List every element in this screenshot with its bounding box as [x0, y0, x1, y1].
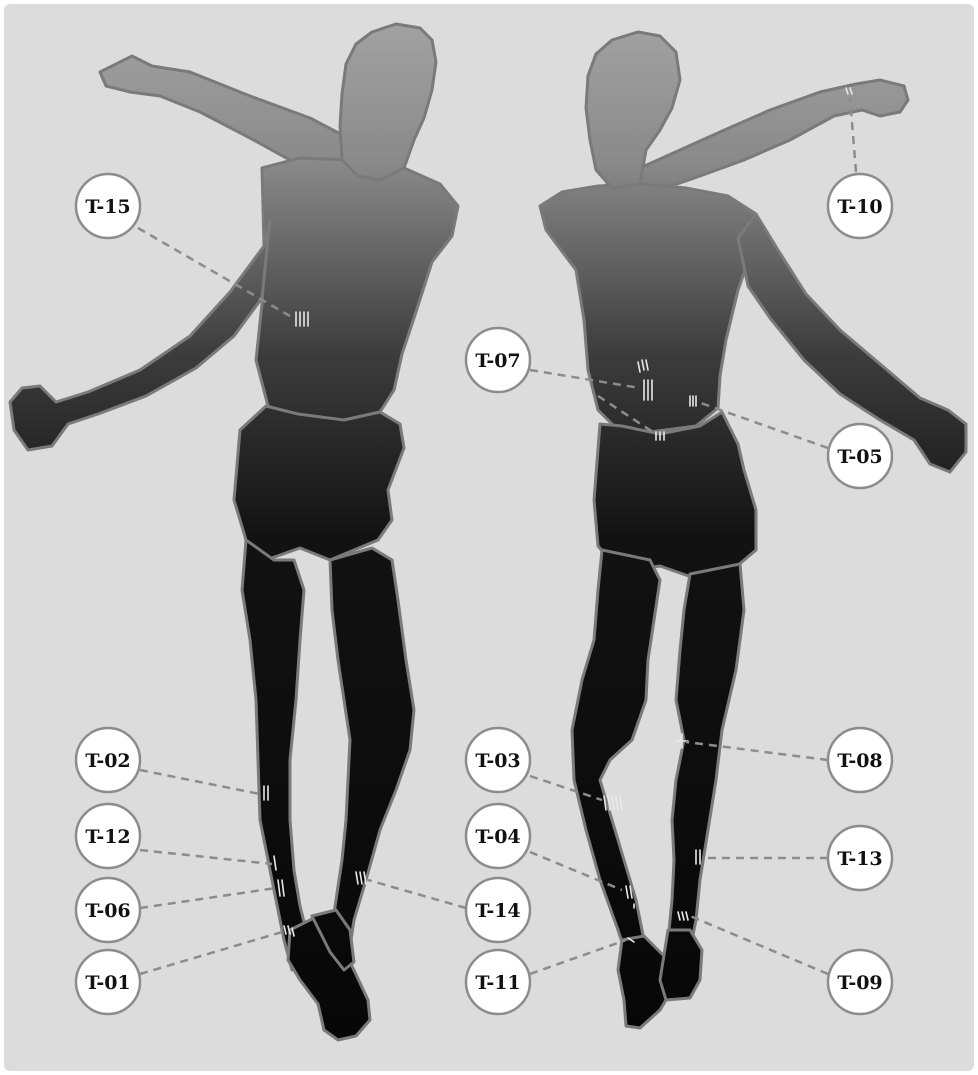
callout-t07: T-07 — [466, 328, 530, 392]
label-t06: T-06 — [85, 900, 130, 922]
callout-t09: T-09 — [828, 950, 892, 1014]
callout-t04: T-04 — [466, 804, 530, 868]
label-t08: T-08 — [837, 750, 882, 772]
callout-t05: T-05 — [828, 424, 892, 488]
label-t07: T-07 — [475, 350, 520, 372]
callout-t14: T-14 — [466, 878, 530, 942]
callout-t13: T-13 — [828, 826, 892, 890]
callout-t06: T-06 — [76, 878, 140, 942]
label-t02: T-02 — [85, 750, 130, 772]
callout-t10: T-10 — [828, 174, 892, 238]
callout-t03: T-03 — [466, 728, 530, 792]
back-right-foot — [660, 930, 702, 1000]
label-t12: T-12 — [85, 826, 130, 848]
label-t03: T-03 — [475, 750, 520, 772]
label-t13: T-13 — [837, 848, 882, 870]
label-t05: T-05 — [837, 446, 882, 468]
label-t04: T-04 — [475, 826, 520, 848]
label-t10: T-10 — [837, 196, 882, 218]
front-hips — [234, 406, 404, 560]
label-t09: T-09 — [837, 972, 882, 994]
label-t11: T-11 — [475, 972, 520, 994]
label-t01: T-01 — [85, 972, 130, 994]
callout-t01: T-01 — [76, 950, 140, 1014]
label-t14: T-14 — [475, 900, 520, 922]
callout-t12: T-12 — [76, 804, 140, 868]
label-t15: T-15 — [85, 196, 130, 218]
callout-t02: T-02 — [76, 728, 140, 792]
callout-t08: T-08 — [828, 728, 892, 792]
callout-t15: T-15 — [76, 174, 140, 238]
callout-t11: T-11 — [466, 950, 530, 1014]
